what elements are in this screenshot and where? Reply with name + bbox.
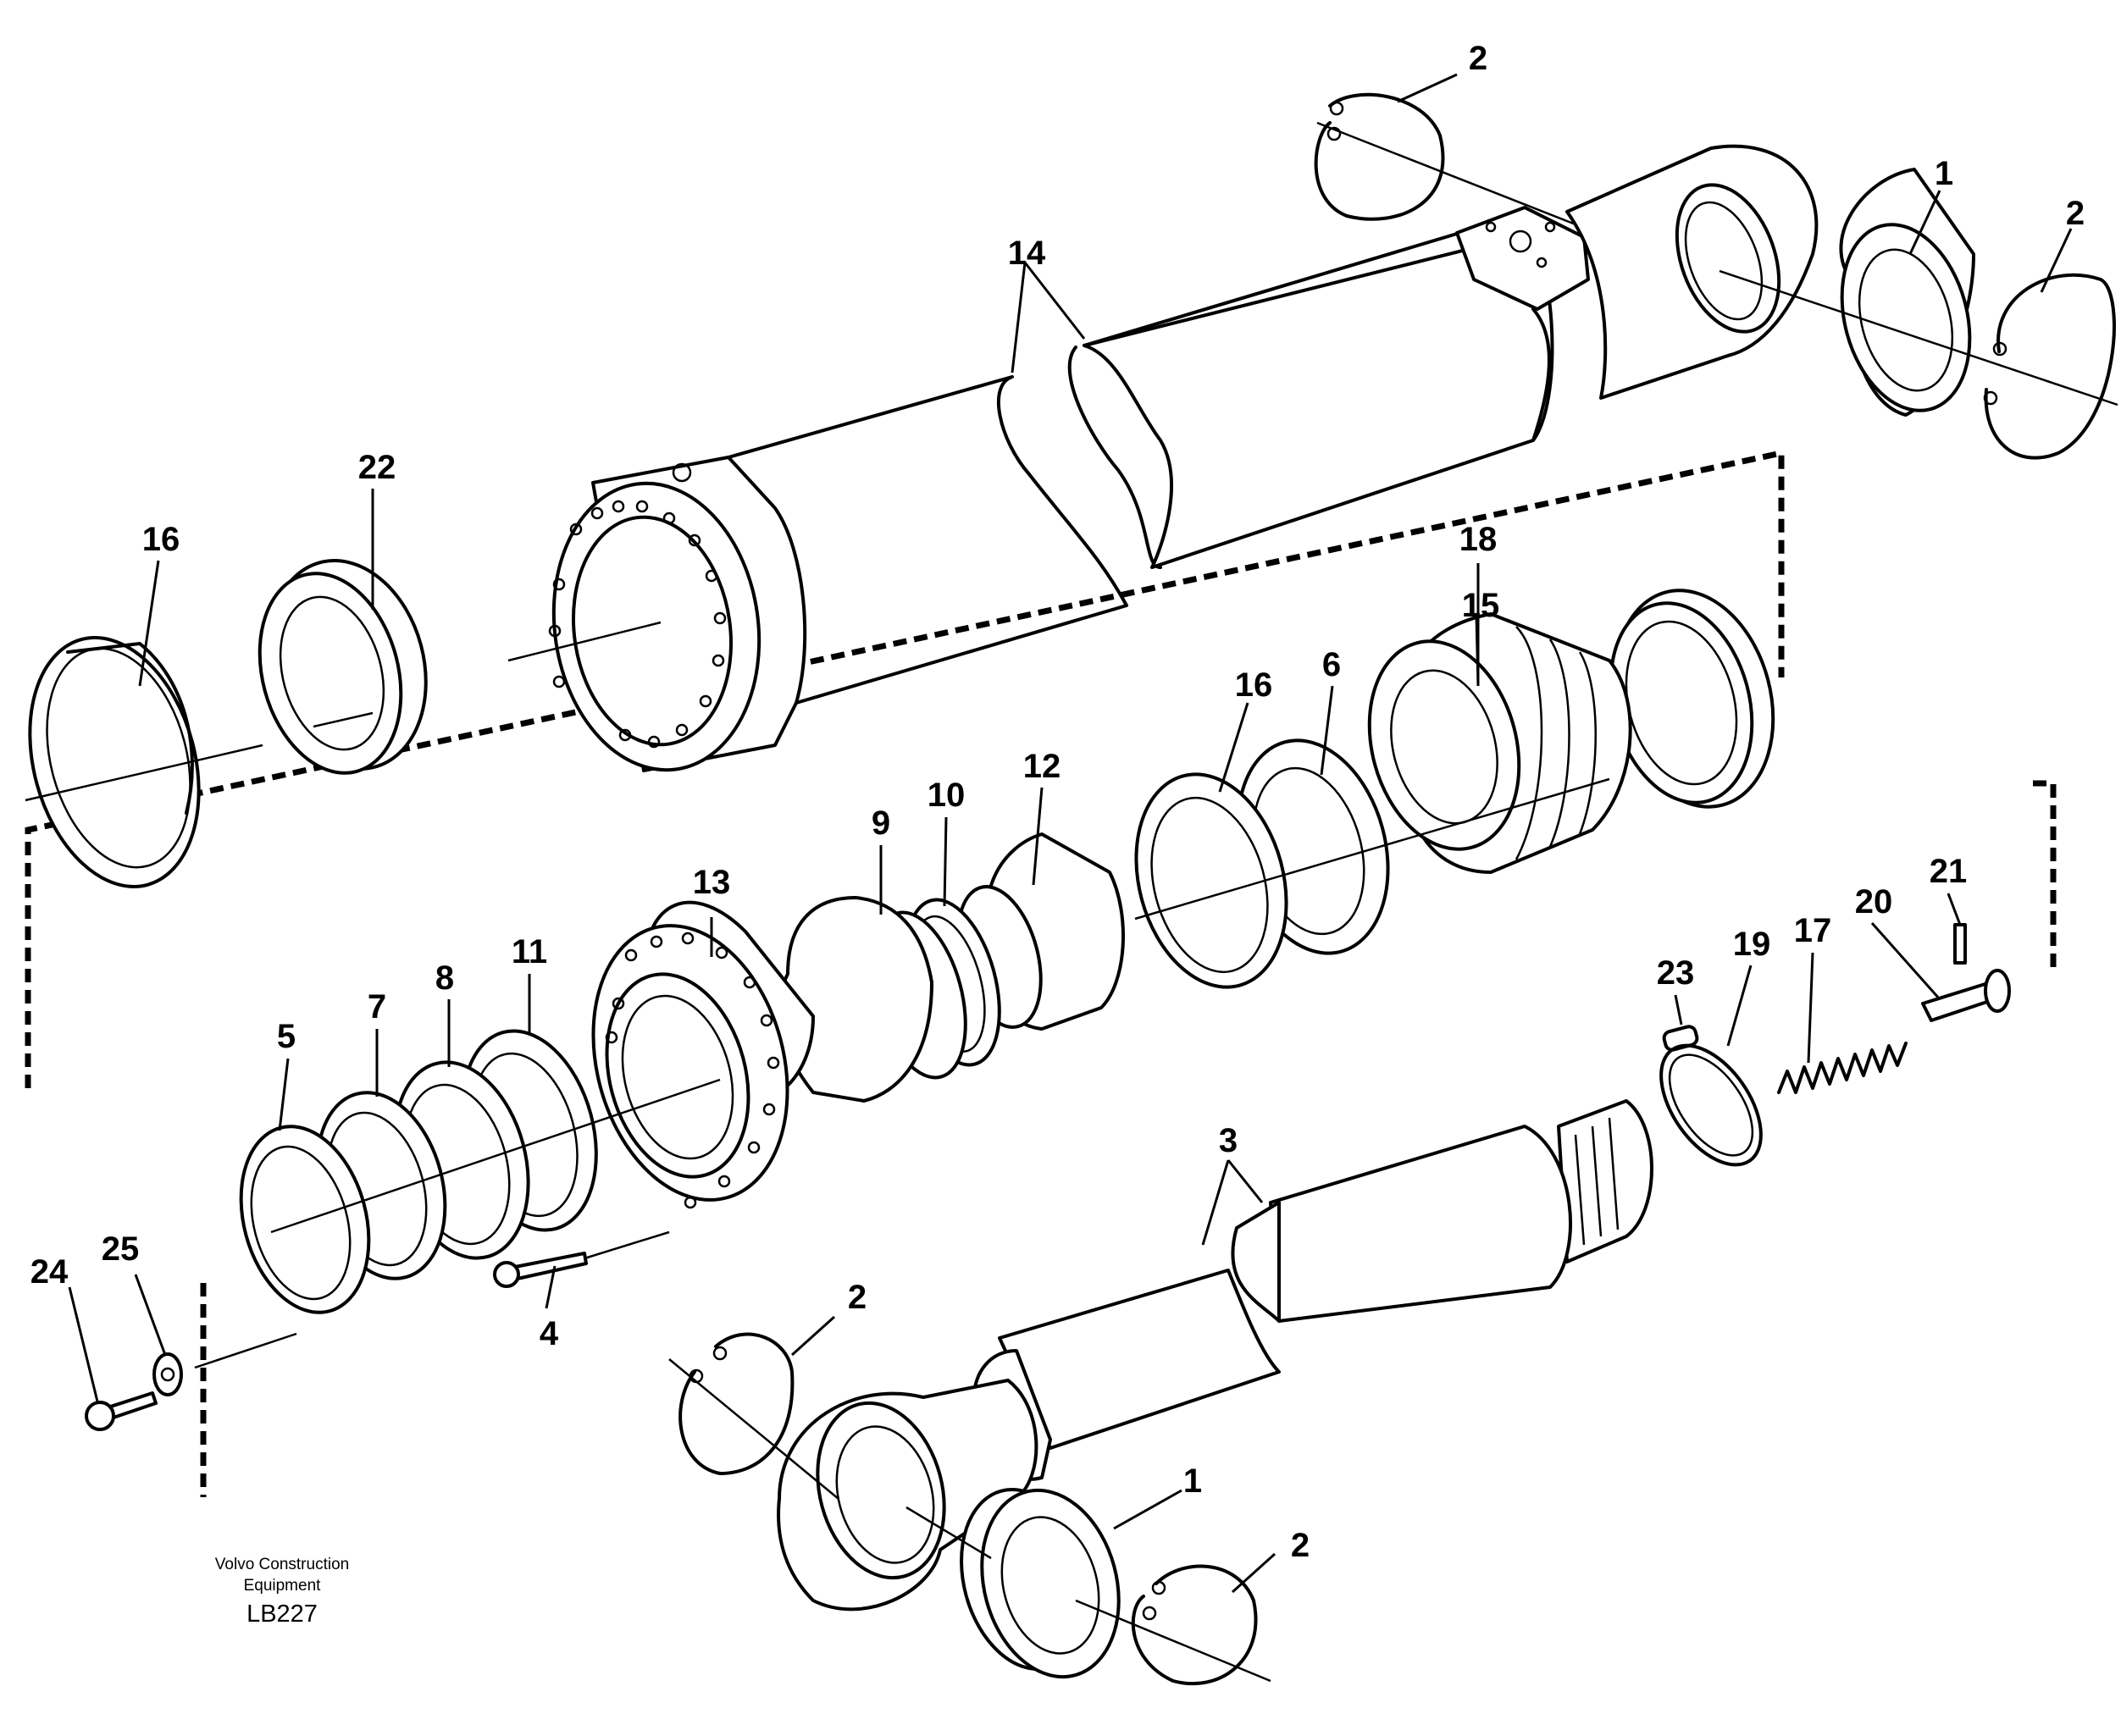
callout-13: 13: [693, 864, 731, 901]
group-frame-piston-assembly: [25, 449, 1785, 1088]
retaining-ring-part-2-lower-right: [1131, 1564, 1258, 1686]
washer-part-25: [152, 1352, 183, 1396]
callout-2: 2: [2066, 195, 2085, 232]
o-ring-part-19: [1659, 1043, 1763, 1167]
callout-16: 16: [1235, 666, 1273, 704]
piston-part-15: [1367, 612, 1632, 874]
callout-2: 2: [848, 1279, 867, 1316]
callout-17: 17: [1794, 912, 1832, 949]
callout-15: 15: [1462, 587, 1500, 624]
sleeve-part-12: [956, 832, 1126, 1031]
cylinder-tube-part-14: [548, 144, 1819, 772]
pin-part-21: [1953, 923, 1967, 965]
callout-21: 21: [1930, 853, 1968, 890]
callout-20: 20: [1855, 883, 1893, 921]
valve-pin-part-20: [1921, 969, 2011, 1022]
callout-9: 9: [872, 804, 890, 842]
flange-bolt-holes: [548, 500, 727, 749]
drawing-footer: Volvo Construction Equipment LB227: [215, 1556, 349, 1628]
callout-14: 14: [1008, 235, 1046, 272]
callout-10: 10: [928, 777, 966, 814]
callout-2: 2: [1291, 1527, 1310, 1564]
retaining-ring-part-2-upper-right: [1983, 273, 2116, 460]
head-bolt-holes: [605, 932, 780, 1209]
callout-18: 18: [1459, 521, 1498, 558]
callout-7: 7: [368, 988, 386, 1026]
callout-1: 1: [1183, 1462, 1202, 1500]
company-line-2: Equipment: [244, 1577, 322, 1595]
group-frame-rod-assembly: [200, 780, 2057, 1497]
callout-12: 12: [1023, 748, 1061, 785]
retaining-ring-part-2-top: [1314, 92, 1445, 221]
piston-seal-part-18: [1609, 589, 1775, 809]
wear-ring-part-16-center: [1134, 772, 1288, 989]
retaining-ring-part-2-lower-left: [678, 1332, 795, 1475]
bearing-part-1-upper: [1839, 168, 1975, 417]
screw-part-24: [85, 1391, 158, 1431]
callout-2: 2: [1469, 40, 1487, 77]
callout-5: 5: [277, 1018, 296, 1055]
callout-8: 8: [435, 959, 454, 997]
piston-rod-part-3: [777, 1099, 1653, 1612]
spring-part-17: [1777, 1042, 1908, 1094]
guide-bushing-part-22: [258, 559, 428, 775]
callout-25: 25: [102, 1230, 140, 1268]
callout-3: 3: [1219, 1122, 1238, 1159]
callout-11: 11: [512, 933, 547, 970]
assembly-axis-lines: [25, 121, 2118, 1683]
screw-part-4: [493, 1252, 588, 1288]
callout-6: 6: [1322, 646, 1341, 683]
callout-16: 16: [142, 521, 180, 558]
leader-lines: [68, 73, 2073, 1594]
callout-1: 1: [1935, 155, 1953, 192]
drawing-code: LB227: [246, 1601, 318, 1628]
callout-24: 24: [30, 1253, 69, 1291]
callout-22: 22: [358, 449, 396, 486]
seal-part-16-left: [28, 636, 201, 888]
bearing-part-1-lower: [960, 1488, 1121, 1679]
callout-19: 19: [1733, 926, 1771, 963]
part-callouts: 2 1 2 14 22 16 18 15 6 16 12 10 9 13 11 …: [30, 40, 2085, 1564]
callout-4: 4: [540, 1315, 559, 1352]
company-line-1: Volvo Construction: [215, 1556, 349, 1573]
cylinder-head-part-13: [591, 896, 933, 1209]
callout-23: 23: [1657, 954, 1695, 992]
